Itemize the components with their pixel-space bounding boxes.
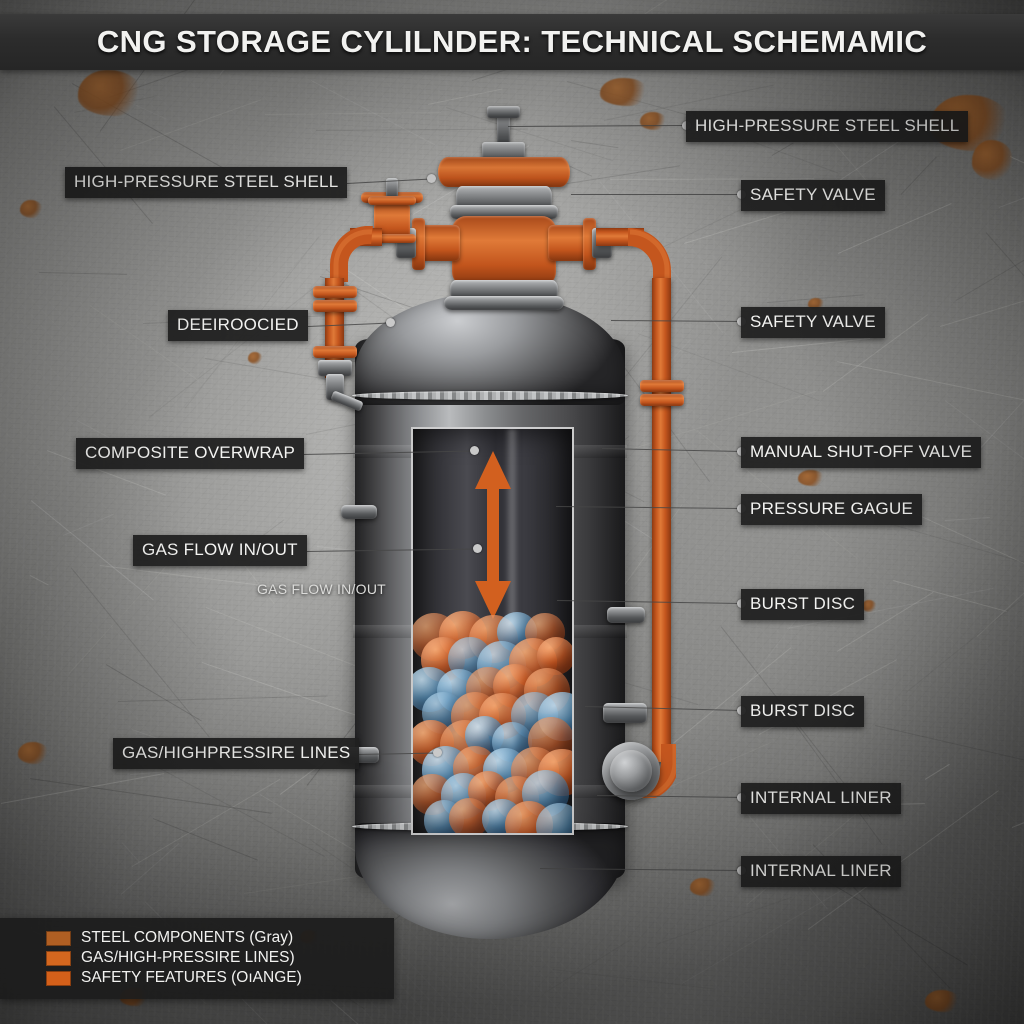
callout-right-5: BURST DISC (741, 589, 865, 620)
legend-swatch (46, 950, 71, 966)
pressure-gauge-face (610, 750, 652, 792)
callout-left-2: COMPOSITE OVERWRAP (76, 438, 305, 469)
cylinder-dome-bottom (355, 823, 625, 939)
top-flange (438, 157, 570, 187)
callout-left-3: GAS FLOW IN/OUT (133, 535, 307, 566)
cutaway-window (411, 427, 574, 835)
callout-right-4: PRESSURE GAGUE (741, 494, 923, 525)
legend-panel: STEEL COMPONENTS (Gray) GAS/HIGH-PRESSIRE… (0, 918, 394, 999)
callout-left-0: HIGH-PRESSURE STEEL SHELL (65, 167, 348, 198)
leader-anchor-dot (432, 747, 442, 757)
callout-right-3: MANUAL SHUT-OFF VALVE (741, 437, 982, 468)
valve-stem-cap (487, 106, 520, 118)
callout-left-1: DEEIROOCIED (168, 310, 308, 341)
legend-row: GAS/HIGH-PRESSIRE LINES) (46, 949, 384, 967)
leader-anchor-dot (385, 317, 395, 327)
legend-label: GAS/HIGH-PRESSIRE LINES) (81, 949, 295, 966)
left-valve-ring-top (368, 196, 416, 205)
rust-spot (798, 470, 824, 486)
rust-spot (972, 140, 1012, 180)
boss-left-upper (341, 505, 377, 519)
legend-row: SAFETY FEATURES (OıANGE) (46, 969, 384, 987)
right-pipe-vertical (652, 278, 671, 762)
rust-spot (600, 78, 648, 106)
left-pipe-flange-a (313, 286, 357, 298)
callout-left-4: GAS/HIGHPRESSIRE LINES (113, 738, 360, 769)
callout-right-6: BURST DISC (741, 696, 865, 727)
leader-line (571, 194, 741, 195)
rust-spot (925, 990, 959, 1012)
rust-spot (20, 200, 42, 218)
left-pipe-elbow-icon (330, 226, 373, 282)
legend-swatch (46, 930, 71, 946)
right-pipe-flange-b (640, 394, 684, 406)
callout-right-0: HIGH-PRESSURE STEEL SHELL (686, 111, 969, 142)
callout-right-1: SAFETY VALVE (741, 180, 885, 211)
valve-neck-gasket (444, 296, 564, 310)
left-pipe-flange-c (313, 346, 357, 358)
rust-spot (18, 742, 48, 764)
callout-plain-0: GAS FLOW IN/OUT (257, 581, 386, 597)
leader-anchor-dot (469, 445, 479, 455)
cng-cylinder (339, 293, 647, 939)
leader-anchor-dot (472, 543, 482, 553)
left-pipe-flange-b (313, 300, 357, 312)
rust-spot (640, 112, 666, 130)
right-pipe-flange-a (640, 380, 684, 392)
boss-right-upper (607, 607, 645, 623)
legend-label: SAFETY FEATURES (OıANGE) (81, 969, 302, 986)
title-bar: CNG STORAGE CYLILNDER: TECHNICAL SCHEMAM… (0, 14, 1024, 70)
legend-label: STEEL COMPONENTS (Gray) (81, 929, 294, 946)
legend-swatch (46, 970, 71, 986)
leader-anchor-dot (426, 173, 436, 183)
callout-right-2: SAFETY VALVE (741, 307, 885, 338)
valve-body-tee (452, 216, 556, 286)
rust-spot (690, 878, 716, 896)
rust-spot (78, 70, 140, 116)
callout-right-7: INTERNAL LINER (741, 783, 901, 814)
page-title: CNG STORAGE CYLILNDER: TECHNICAL SCHEMAM… (96, 24, 928, 59)
gas-flow-arrow-icon (474, 451, 511, 619)
callout-right-8: INTERNAL LINER (741, 856, 901, 887)
weld-seam-top (352, 391, 628, 400)
rust-spot (248, 352, 262, 364)
legend-row: STEEL COMPONENTS (Gray) (46, 929, 384, 947)
right-pipe-elbow-top-icon (627, 228, 671, 282)
